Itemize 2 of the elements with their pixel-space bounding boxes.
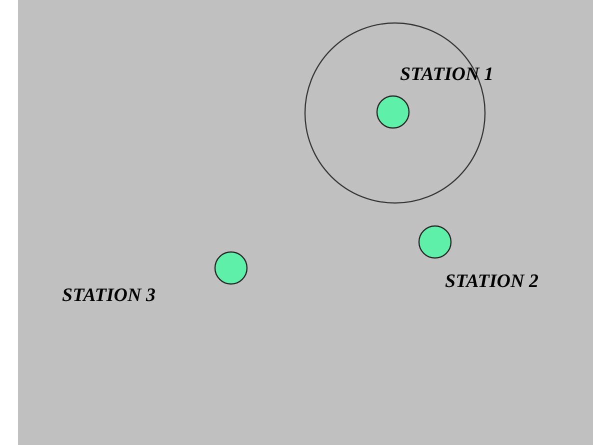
- station-label: STATION 2: [445, 272, 538, 291]
- station-label: STATION 3: [62, 286, 156, 305]
